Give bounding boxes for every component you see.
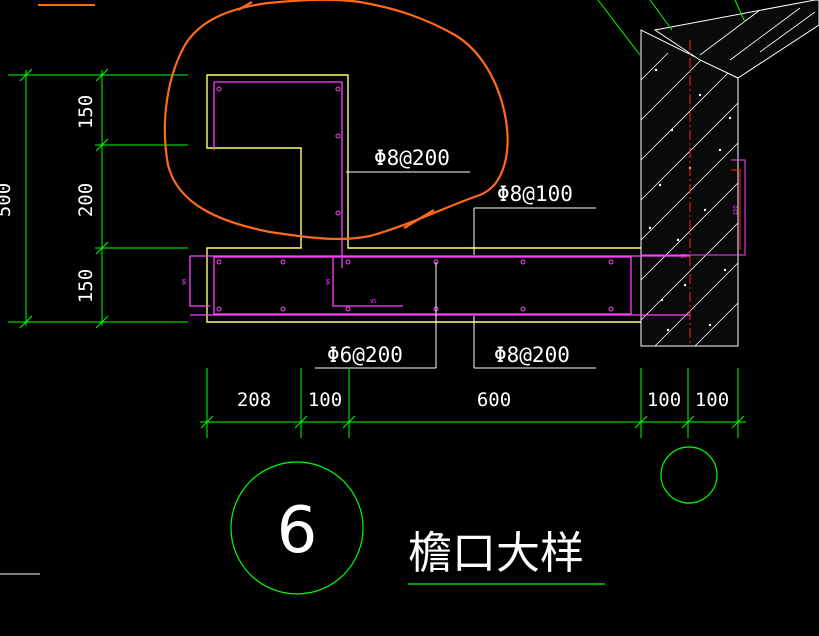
detail-number-circle xyxy=(230,461,364,595)
label-upright-bars: Φ8@200 xyxy=(374,146,450,170)
wall-mark-e: 150 xyxy=(733,205,739,215)
wall-section xyxy=(597,0,819,347)
dim-150-top: 150 xyxy=(75,95,97,129)
vertical-dimension-chain xyxy=(8,68,188,329)
eave-concrete-outline xyxy=(206,74,641,323)
leader-lines xyxy=(315,171,596,369)
reference-circle xyxy=(660,446,718,504)
rebar-cage xyxy=(189,81,690,316)
horizontal-dimension-chain xyxy=(200,368,746,438)
hdim-100-b: 100 xyxy=(647,389,681,411)
hdim-208: 208 xyxy=(237,389,271,411)
detail-title: 檐口大样 xyxy=(408,528,584,579)
dim-500-total: 500 xyxy=(0,183,15,217)
label-slab-bottom-bars: Φ8@200 xyxy=(494,343,570,367)
highlight-start-stroke xyxy=(237,1,253,11)
hdim-100-c: 100 xyxy=(695,389,729,411)
hook-mark-c: 95 xyxy=(370,299,376,305)
label-slab-top-bars: Φ8@100 xyxy=(497,182,573,206)
dim-150-bottom: 150 xyxy=(75,269,97,303)
dim-200-middle: 200 xyxy=(75,183,97,217)
highlight-tail-stroke xyxy=(403,209,435,229)
highlight-freehand-circle xyxy=(163,0,509,241)
hook-mark-a: 98 xyxy=(182,279,188,285)
wall-mark-d: 95 xyxy=(680,254,686,260)
hook-mark-b: 98 xyxy=(326,279,332,285)
label-slab-stirrup: Φ6@200 xyxy=(327,343,403,367)
hdim-100-a: 100 xyxy=(308,389,342,411)
rebar-dots xyxy=(216,86,614,312)
hdim-600: 600 xyxy=(477,389,511,411)
detail-number: 6 xyxy=(277,494,318,568)
